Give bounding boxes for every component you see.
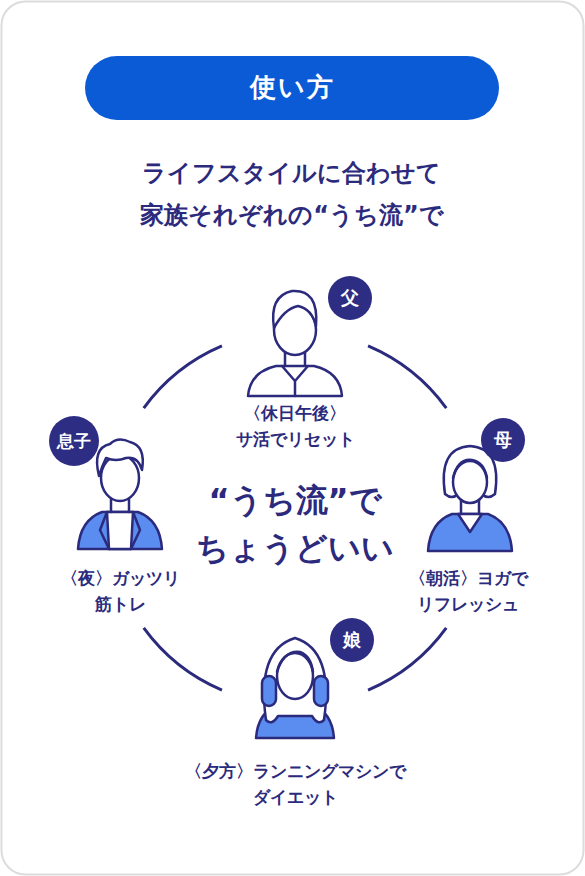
subtitle: ライフスタイルに合わせて 家族それぞれの“うち流”で <box>140 152 444 236</box>
center-message: “うち流”で ちょうどいい <box>196 476 394 572</box>
scene-caption: 〈休日午後〉 サ活でリセット <box>236 400 355 453</box>
node-text: 娘 <box>343 628 361 651</box>
scene-caption: 〈朝活〉ヨガで リフレッシュ <box>409 565 528 618</box>
node-text: 父 <box>341 286 359 309</box>
father-figure <box>248 291 342 396</box>
role-badge: 娘 <box>330 618 374 662</box>
node-text: 母 <box>494 428 512 451</box>
node-text: 息子 <box>57 430 91 452</box>
daughter-figure <box>256 638 334 738</box>
scene-caption: 〈夜〉ガッツリ 筋トレ <box>61 565 180 618</box>
title-pill: 使い方 <box>85 56 499 120</box>
cycle-arc <box>144 346 222 408</box>
cycle-arc <box>368 628 446 690</box>
cycle-arc <box>144 628 222 690</box>
scene-caption: 〈夕方〉ランニングマシンで ダイエット <box>185 758 406 811</box>
cycle-arc <box>368 346 446 408</box>
node-text: 使い方 <box>250 71 335 105</box>
role-badge: 息子 <box>49 416 99 466</box>
role-badge: 母 <box>481 418 525 462</box>
role-badge: 父 <box>328 276 372 320</box>
